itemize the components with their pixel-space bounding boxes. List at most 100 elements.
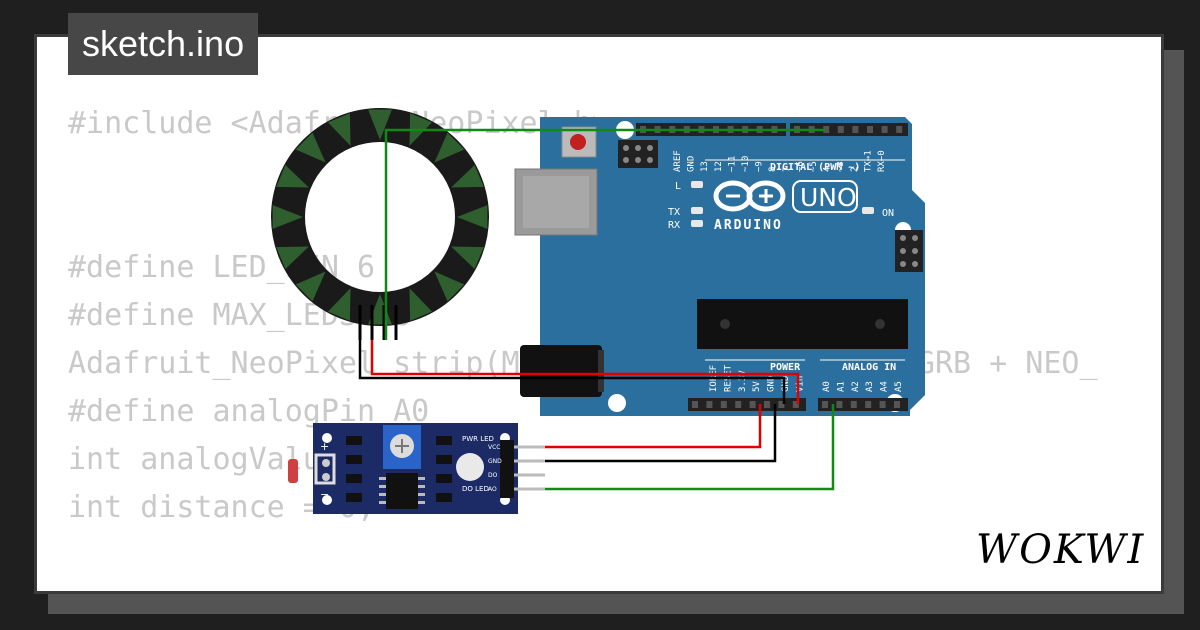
analog-socket[interactable]	[822, 401, 828, 408]
minus-label: −	[320, 488, 329, 501]
digital-socket[interactable]	[867, 126, 873, 133]
pwr-led-label: PWR LED	[462, 435, 494, 443]
atmega-chip	[697, 299, 908, 349]
reset-button-cap[interactable]	[570, 134, 586, 150]
wire-sensor-gnd-to-gnd[interactable]	[545, 404, 777, 463]
digital-header-label: DIGITAL (PWM ~)	[770, 162, 860, 173]
power-socket[interactable]	[792, 401, 799, 408]
power-pin-label: 3.3V	[738, 370, 748, 392]
mount-hole	[608, 394, 626, 412]
smd-resistor	[436, 436, 452, 445]
digital-socket[interactable]	[823, 126, 830, 133]
analog-socket[interactable]	[850, 401, 857, 408]
digital-pin-label: 8	[768, 167, 778, 172]
plus-label: +	[320, 440, 329, 453]
wokwi-logo: WOKWI	[976, 527, 1146, 573]
digital-pin-label: ~6	[795, 161, 805, 172]
power-jack	[520, 345, 602, 397]
led-l	[691, 181, 703, 188]
ldr-pad	[322, 473, 330, 481]
digital-pin-label: TX→1	[863, 150, 873, 172]
arduino-logo-icon	[713, 180, 786, 212]
icsp-header-top	[618, 140, 658, 168]
digital-pin-label: AREF	[673, 150, 683, 172]
ring-led	[295, 132, 326, 163]
smd-resistor	[436, 455, 452, 464]
ring-led	[457, 205, 488, 229]
wire-ring-gnd-to-gnd[interactable]	[358, 340, 786, 404]
power-socket[interactable]	[720, 401, 727, 408]
ring-led	[276, 164, 309, 188]
led-l-label: L	[675, 181, 681, 192]
analog-pin-label: A4	[880, 381, 890, 392]
digital-pin-label: 7	[782, 167, 792, 172]
led-tx	[691, 207, 703, 214]
sensor-pin-label: AO	[488, 486, 497, 493]
power-socket[interactable]	[735, 401, 742, 408]
icsp-header-right	[895, 230, 923, 272]
chip-dot	[720, 319, 730, 329]
wires	[358, 128, 835, 491]
wire-sensor-ao-to-a0[interactable]	[545, 404, 835, 491]
smd-resistor	[436, 493, 452, 502]
code-line: int distance = 0;	[68, 490, 376, 525]
power-jack-edge	[598, 350, 604, 392]
led-on-label: ON	[882, 208, 894, 219]
ldr-photocell[interactable]	[288, 459, 298, 483]
digital-socket[interactable]	[896, 126, 903, 133]
led-rx	[691, 220, 703, 227]
digital-socket[interactable]	[881, 126, 888, 133]
wire-sensor-vcc-to-5v[interactable]	[545, 404, 762, 449]
power-socket[interactable]	[778, 401, 785, 408]
usb-connector-inner	[523, 176, 589, 228]
smd-resistor	[346, 436, 362, 445]
chip-legs	[379, 477, 425, 504]
power-socket[interactable]	[706, 401, 713, 408]
wire-ring-din-to-pin6[interactable]	[384, 128, 825, 340]
smd-resistor	[346, 474, 362, 483]
ring-led	[327, 288, 351, 321]
analog-socket[interactable]	[836, 401, 843, 408]
neopixel-ring[interactable]	[271, 108, 489, 340]
ring-led	[434, 271, 465, 302]
sensor-hole	[322, 433, 332, 443]
power-pin-label: GND	[767, 376, 777, 392]
uno-label: UNO	[800, 183, 857, 212]
power-socket[interactable]	[692, 401, 698, 408]
ring-led	[368, 109, 392, 140]
ring-led	[272, 205, 303, 229]
sensor-hole	[322, 495, 332, 505]
analog-socket[interactable]	[865, 401, 872, 408]
sensor-pin-label: VCC	[488, 444, 500, 451]
led-rx-label: RX	[668, 220, 680, 231]
power-socket[interactable]	[749, 401, 756, 408]
sensor-pin-header	[500, 440, 514, 498]
analog-pin-label: A0	[822, 381, 832, 392]
analog-header-label: ANALOG IN	[842, 362, 896, 373]
smd-resistor	[346, 455, 362, 464]
digital-socket[interactable]	[837, 126, 844, 133]
analog-pin-label: A3	[865, 381, 875, 392]
smd-resistor	[346, 493, 362, 502]
digital-pin-label: ~5	[809, 161, 819, 172]
do-led-label: DO LED	[462, 485, 489, 493]
ring-led	[327, 113, 351, 146]
code-line: #define analogPin A0	[68, 394, 430, 429]
analog-socket[interactable]	[894, 401, 900, 408]
analog-socket[interactable]	[879, 401, 886, 408]
wire-ring-vcc-to-5v[interactable]	[370, 340, 800, 404]
digital-pin-label: ~3	[836, 161, 846, 172]
power-socket[interactable]	[764, 401, 770, 408]
digital-socket[interactable]	[852, 126, 859, 133]
power-header-label: POWER	[770, 362, 801, 373]
arduino-label: ARDUINO	[714, 218, 783, 233]
digital-pin-label: ~9	[755, 161, 765, 172]
sketch-title: sketch.ino	[68, 13, 259, 75]
ring-led	[409, 288, 433, 321]
power-pin-label: Vin	[795, 376, 805, 392]
ldr-pad	[322, 459, 330, 467]
